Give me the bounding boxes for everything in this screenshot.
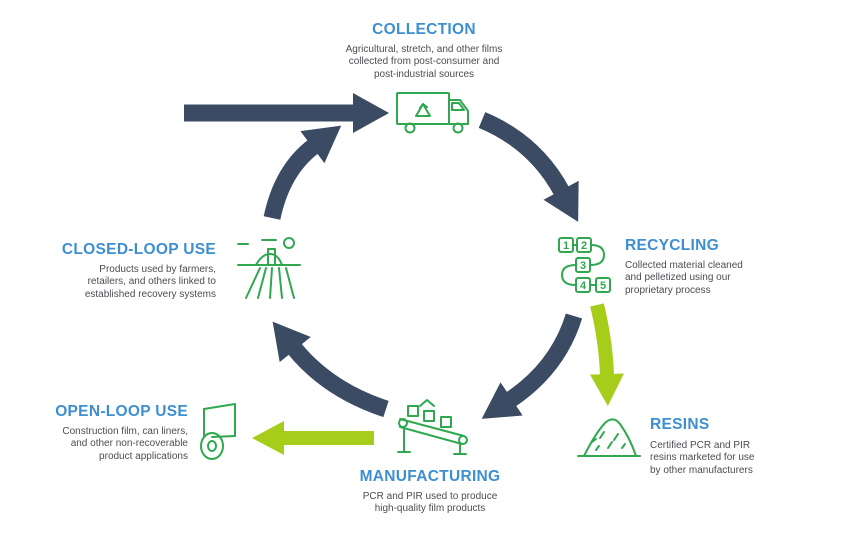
collection-description: Agricultural, stretch, and other films c… bbox=[345, 44, 503, 80]
step-number: 2 bbox=[581, 240, 587, 252]
arrow-recycling-to-manufacturing bbox=[481, 313, 583, 419]
arrow-manufacturing-to-closed-loop bbox=[272, 321, 389, 418]
step-number: 5 bbox=[600, 280, 606, 292]
resins-description: Certified PCR and PIR resins marketed fo… bbox=[650, 440, 755, 476]
step-number: 3 bbox=[580, 260, 586, 272]
farm-field-icon bbox=[237, 237, 301, 299]
recycling-truck-icon bbox=[396, 92, 469, 134]
arrow-collection-to-recycling bbox=[478, 112, 579, 222]
open-loop-description: Construction film, can liners, and other… bbox=[62, 426, 188, 462]
arrow-closed-loop-to-collection bbox=[263, 125, 342, 220]
film-roll-icon bbox=[200, 403, 236, 460]
closed-loop-description: Products used by farmers, retailers, and… bbox=[84, 264, 216, 300]
manufacturing-title: MANUFACTURING bbox=[359, 468, 501, 485]
closed-loop-title: CLOSED-LOOP USE bbox=[61, 241, 216, 258]
recycling-description: Collected material cleaned and pelletize… bbox=[625, 260, 743, 296]
resin-pile-icon bbox=[577, 418, 641, 457]
open-loop-title: OPEN-LOOP USE bbox=[55, 403, 188, 420]
collection-title: COLLECTION bbox=[372, 21, 476, 38]
process-steps-icon bbox=[558, 237, 611, 293]
process-step-numbers: 1 2 3 4 5 bbox=[563, 240, 606, 292]
conveyor-belt-icon bbox=[397, 399, 468, 455]
manufacturing-description: PCR and PIR used to produce high-quality… bbox=[362, 491, 498, 515]
resins-title: RESINS bbox=[650, 416, 710, 433]
arrow-recycling-to-resins bbox=[589, 303, 624, 406]
step-number: 4 bbox=[580, 280, 587, 292]
recycling-title: RECYCLING bbox=[625, 237, 719, 254]
step-number: 1 bbox=[563, 240, 569, 252]
